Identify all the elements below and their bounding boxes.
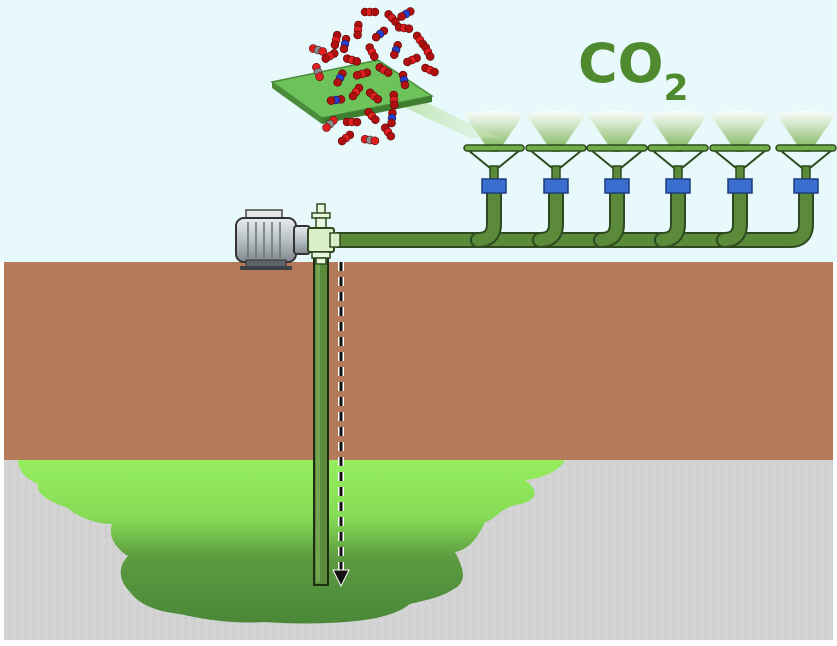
co2-molecule [312,63,324,81]
funnel-collector-icon [647,111,709,194]
funnel-collector-icon [525,111,587,194]
co2-molecule [371,26,389,42]
co2-molecule [308,44,328,56]
co2-molecule [387,108,397,128]
co2-molecule [375,63,393,77]
co2-molecule [390,41,402,59]
co2-molecule [398,70,410,90]
blue-connector [481,178,507,194]
co2-molecule [365,43,379,61]
co2-molecule [342,54,362,66]
co2-molecule [353,20,363,40]
co2-molecule [342,117,362,127]
co2-molecule [337,130,355,146]
soil-layer [4,262,833,460]
co2-label: CO2 [578,32,689,109]
co2-collectors [463,111,837,194]
co2-molecule [365,88,383,104]
pump-motor-icon [235,209,311,270]
collector-manifold [330,182,814,248]
funnel-collector-icon [775,111,837,194]
funnel-collector-icon [709,111,771,194]
blue-connector [604,178,630,194]
co2-molecule [360,7,380,17]
co2-molecule [326,95,346,105]
co2-molecule [380,123,396,141]
wellhead-valve-icon [307,203,341,265]
co2-molecule [403,53,421,67]
injection-well [313,239,329,586]
co2-molecule [330,30,342,50]
blue-connector [543,178,569,194]
co2-molecule [421,63,439,77]
co2-molecule [397,7,415,21]
funnel-collector-icon [586,111,648,194]
co2-molecule [321,49,339,63]
co2-molecule [389,90,399,110]
blue-connector [727,178,753,194]
manifold-branches [470,182,748,248]
downward-arrow-icon [332,262,350,588]
co2-molecule [339,34,351,54]
blue-connector [665,178,691,194]
co2-storage-reservoir [18,460,565,624]
co2-molecule [352,68,372,80]
funnel-collector-icon [463,111,525,194]
co2-molecule [322,116,338,132]
co2-molecule [333,69,347,87]
co2-molecule [360,134,380,146]
co2-molecule [364,108,380,124]
co2-molecule-cluster-icon [308,7,439,146]
co2-molecule [421,43,435,61]
co2-molecule [348,83,364,101]
blue-connector [793,178,819,194]
co2-molecule [394,23,414,33]
